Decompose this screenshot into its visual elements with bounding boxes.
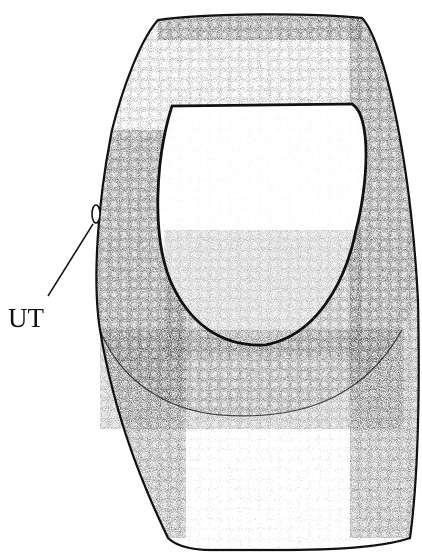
callout-label-ut: UT xyxy=(8,303,44,333)
ut-structure xyxy=(48,205,100,296)
callout-leader-line xyxy=(48,224,93,296)
ut-marker xyxy=(92,205,100,223)
